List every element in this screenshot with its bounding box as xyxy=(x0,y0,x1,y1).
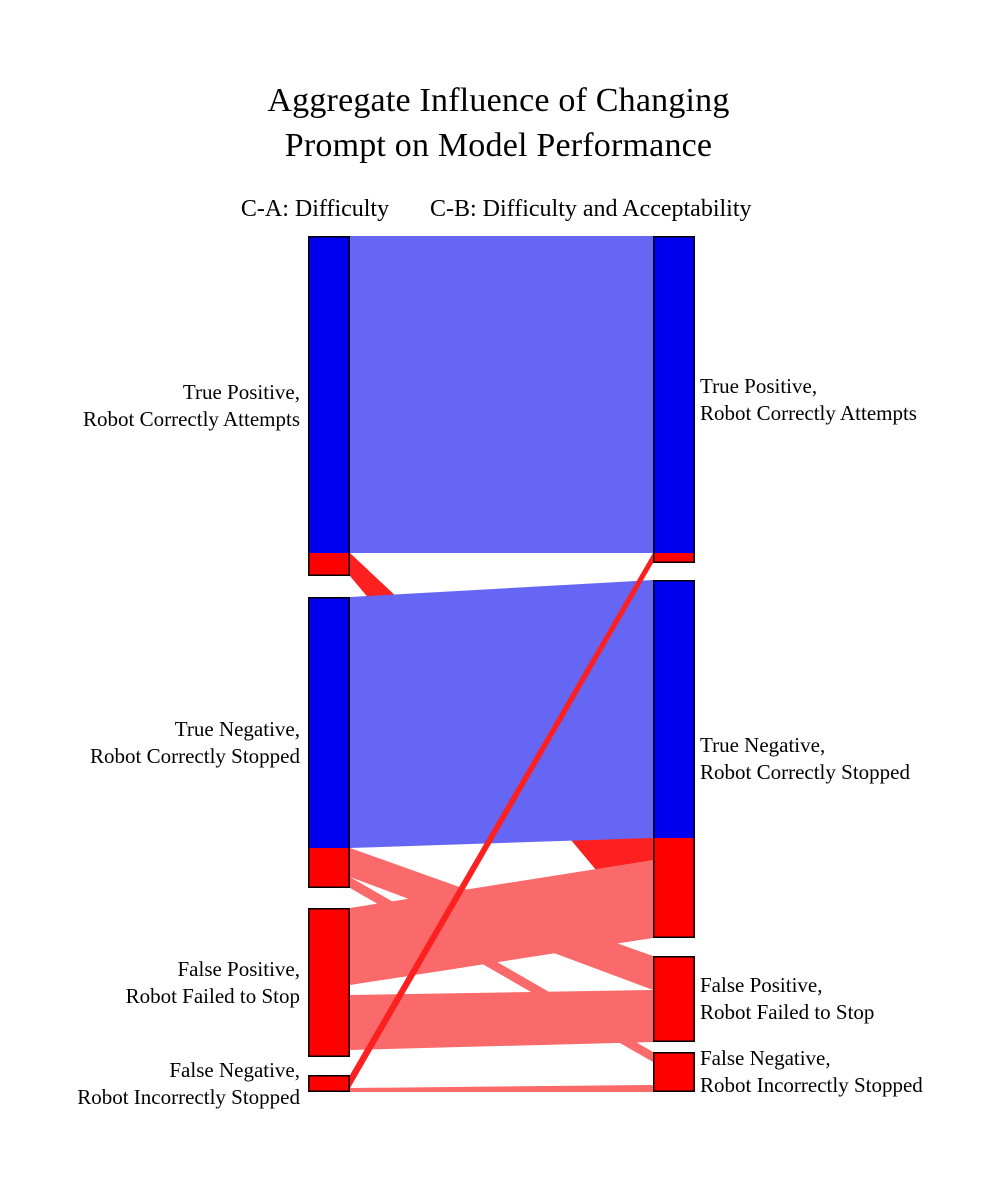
page-title: Aggregate Influence of Changing Prompt o… xyxy=(0,78,997,168)
sankey-node-l-tn[interactable] xyxy=(308,597,350,888)
sankey-link-l-fp-to-r-fp xyxy=(350,990,653,1050)
node-label-line-2: Robot Failed to Stop xyxy=(700,1000,875,1024)
node-segment-blue xyxy=(308,597,350,848)
node-label-l-fn: False Negative,Robot Incorrectly Stopped xyxy=(0,1057,300,1111)
node-segment-red xyxy=(653,956,695,1042)
node-label-line-1: True Positive, xyxy=(700,373,818,398)
node-outline xyxy=(653,580,695,938)
node-label-l-tn: True Negative,Robot Correctly Stopped xyxy=(0,716,300,770)
node-label-line-2: Robot Correctly Attempts xyxy=(700,400,917,425)
node-segment-blue xyxy=(653,580,695,838)
sankey-link-l-fn-to-r-fn xyxy=(350,1085,653,1092)
node-label-l-tp: True Positive, Robot Correctly Attempts xyxy=(0,379,300,433)
node-segment-red xyxy=(308,908,350,1057)
node-segment-red xyxy=(653,553,695,563)
node-label-line-2: Robot Incorrectly Stopped xyxy=(700,1073,923,1097)
sankey-nodes-layer xyxy=(308,236,695,1092)
node-label-line-2: Robot Correctly Stopped xyxy=(700,760,910,784)
sankey-node-l-fn[interactable] xyxy=(308,1075,350,1092)
sankey-node-r-tn[interactable] xyxy=(653,580,695,938)
node-outline xyxy=(653,956,695,1042)
node-outline xyxy=(653,1052,695,1092)
node-label-r-fp: False Positive, Robot Failed to Stop xyxy=(700,972,997,1026)
sankey-node-l-tp[interactable] xyxy=(308,236,350,576)
node-label-line-1: True Negative, xyxy=(700,733,826,757)
node-outline xyxy=(308,1075,350,1092)
node-label-line-1: False Positive, xyxy=(177,956,300,981)
node-label-line-1: False Positive, xyxy=(700,973,823,997)
column-header-left: C-A: Difficulty xyxy=(240,196,390,222)
column-header-right: C-B: Difficulty and Acceptability xyxy=(430,196,752,222)
node-segment-red xyxy=(308,553,350,576)
node-label-line-2: Robot Incorrectly Stopped xyxy=(77,1084,300,1109)
sankey-node-l-fp[interactable] xyxy=(308,908,350,1057)
node-label-line-1: False Negative, xyxy=(700,1046,831,1070)
node-segment-red xyxy=(653,1052,695,1092)
node-outline xyxy=(308,236,350,576)
node-label-line-1: True Negative, xyxy=(174,716,300,741)
node-segment-blue xyxy=(653,236,695,553)
node-label-l-fp: False Positive,Robot Failed to Stop xyxy=(0,956,300,1010)
node-outline xyxy=(653,236,695,563)
node-label-line-1: False Negative, xyxy=(169,1057,300,1082)
title-line-2: Prompt on Model Performance xyxy=(284,127,713,164)
node-segment-red xyxy=(308,848,350,888)
node-segment-blue xyxy=(308,236,350,553)
node-label-r-fn: False Negative, Robot Incorrectly Stopped xyxy=(700,1045,997,1099)
sankey-node-r-fp[interactable] xyxy=(653,956,695,1042)
sankey-link-l-tn-to-r-tn xyxy=(350,580,653,848)
sankey-node-r-tp[interactable] xyxy=(653,236,695,563)
sankey-link-l-tp-to-r-tp xyxy=(350,236,653,553)
sankey-link-l-fn-to-r-tp xyxy=(350,553,653,1088)
sankey-node-r-fn[interactable] xyxy=(653,1052,695,1092)
node-segment-red xyxy=(308,1075,350,1092)
node-label-r-tn: True Negative, Robot Correctly Stopped xyxy=(700,732,997,786)
node-label-line-2: Robot Correctly Stopped xyxy=(90,743,300,768)
node-label-line-2: Robot Failed to Stop xyxy=(125,983,300,1008)
title-line-1: Aggregate Influence of Changing xyxy=(267,82,730,119)
node-label-line-1: True Positive, xyxy=(182,380,300,404)
node-outline xyxy=(308,908,350,1057)
sankey-links-layer xyxy=(350,236,653,1092)
node-label-line-2: Robot Correctly Attempts xyxy=(83,407,300,431)
node-label-r-tp: True Positive,Robot Correctly Attempts xyxy=(700,373,997,427)
node-segment-red xyxy=(653,838,695,938)
node-outline xyxy=(308,597,350,888)
